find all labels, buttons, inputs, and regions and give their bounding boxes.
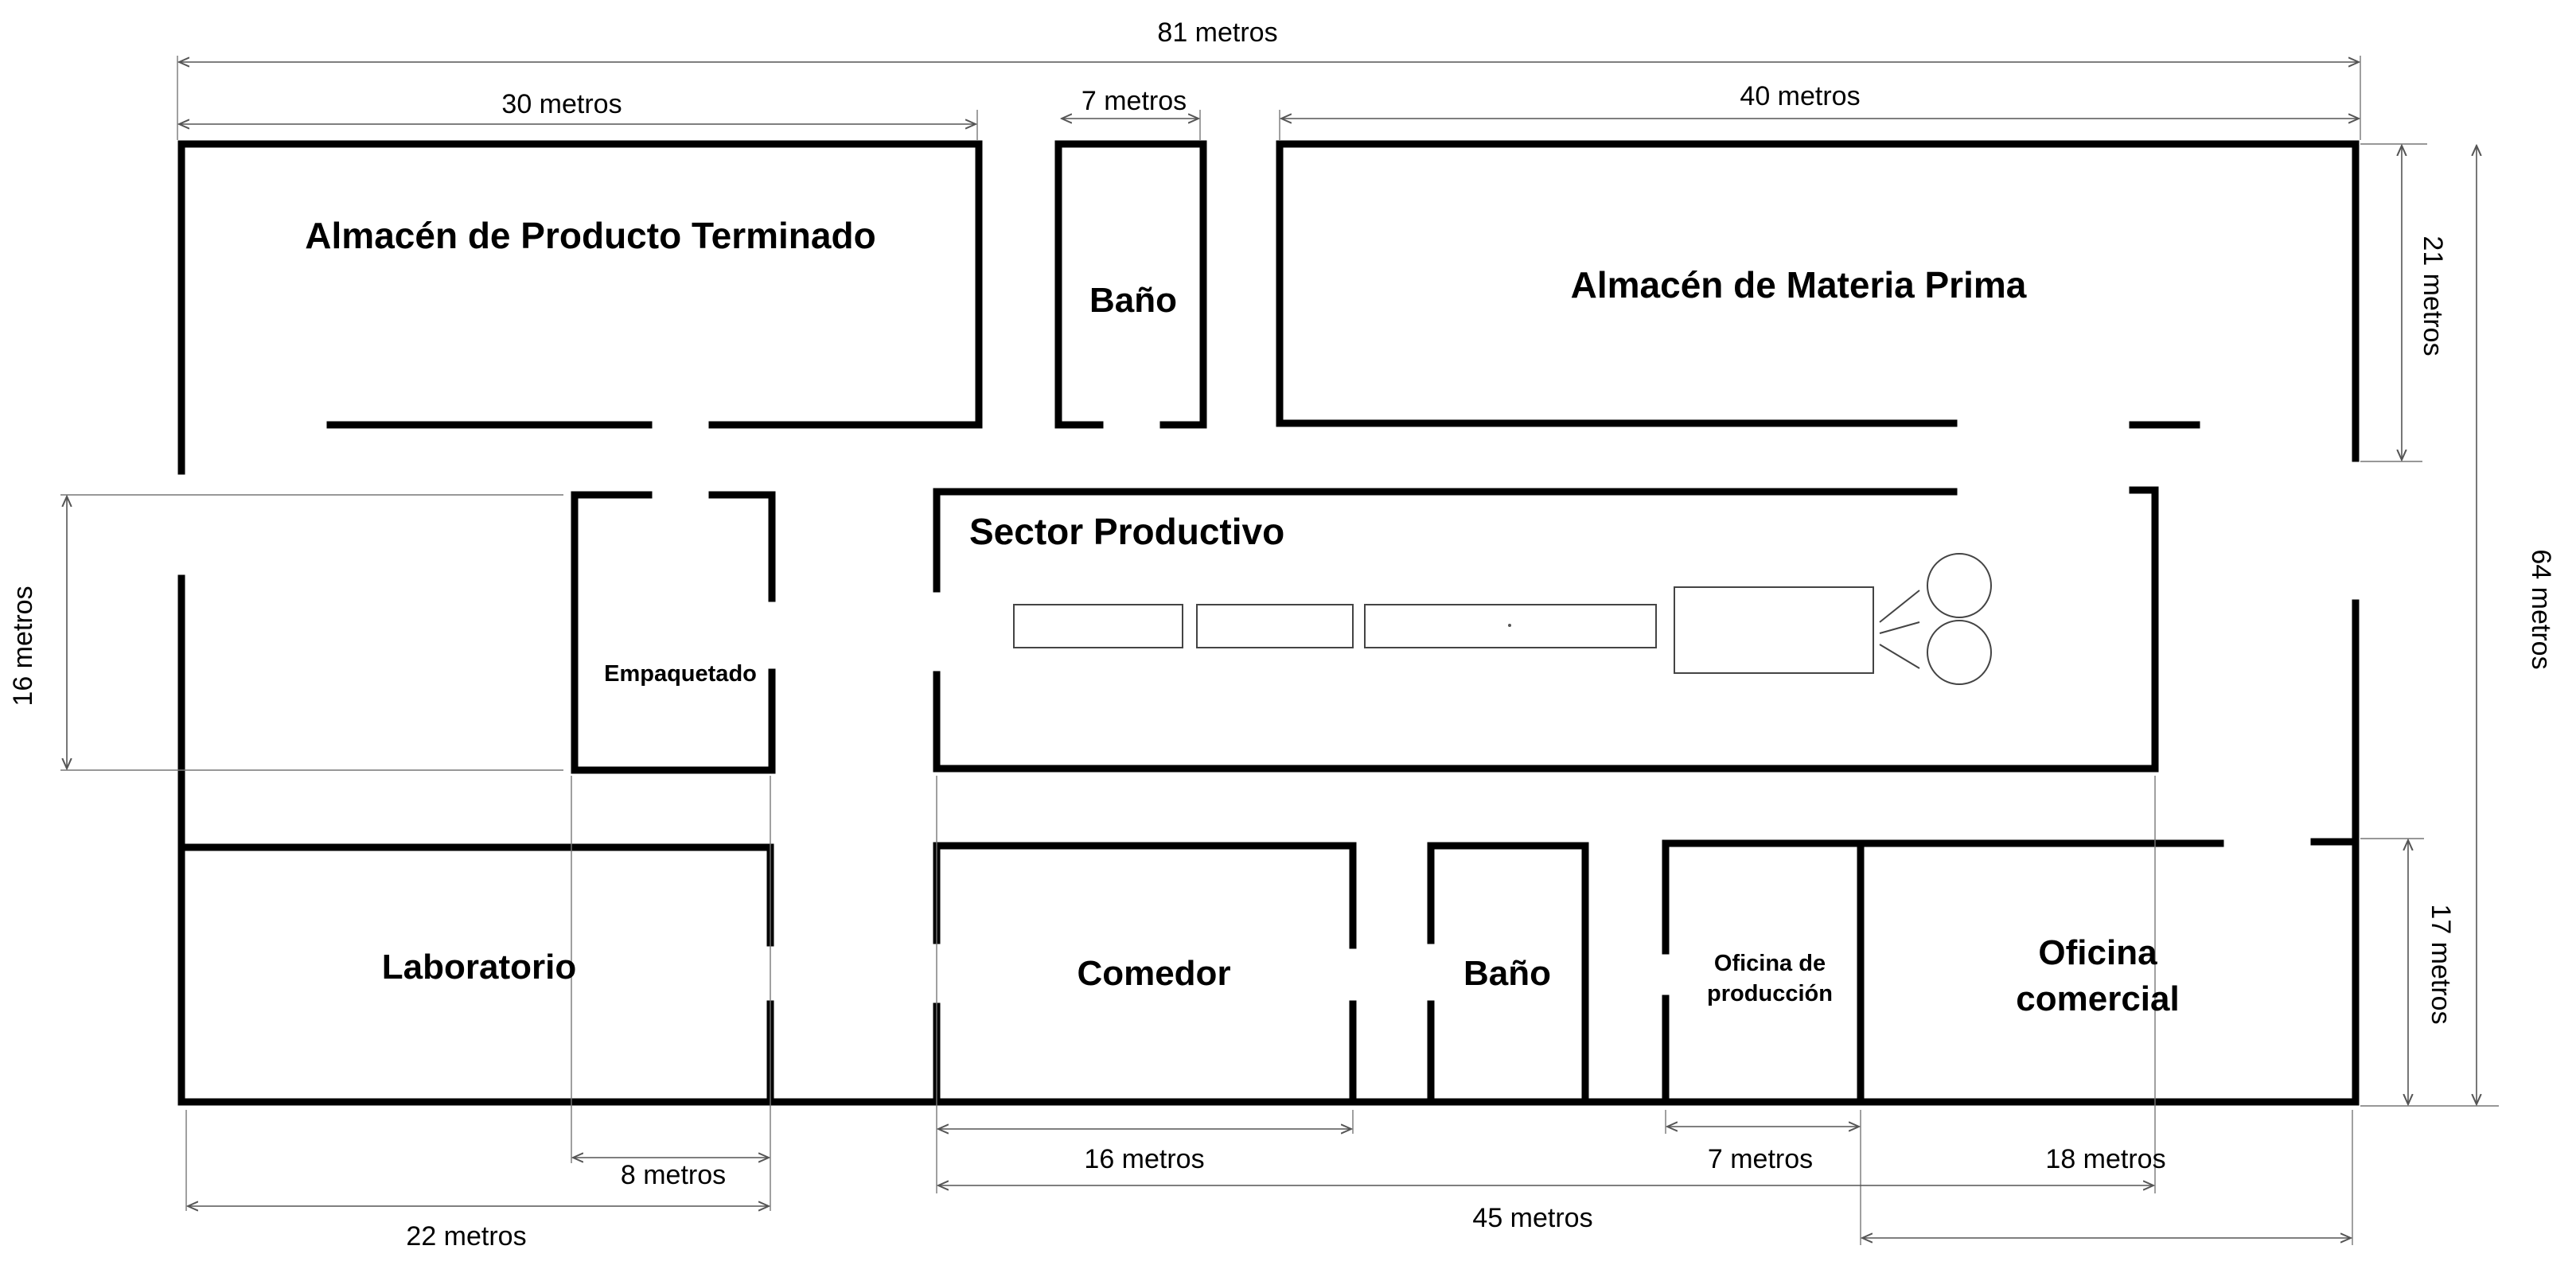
dim-label-almacen-mp-height: 21 metros <box>2418 236 2448 356</box>
dim-label-comedor-width: 16 metros <box>1084 1144 1204 1174</box>
walls <box>177 140 2360 1106</box>
production-line <box>1013 553 1992 685</box>
label-oficina-produccion-line2: producción <box>1707 981 1833 1006</box>
label-oficina-produccion-line1: Oficina de <box>1714 951 1826 976</box>
dim-label-left-height: 16 metros <box>8 586 38 706</box>
feed-line-1 <box>1879 590 1920 623</box>
label-bano-bottom: Baño <box>1463 954 1551 993</box>
machine-4 <box>1674 586 1874 674</box>
dim-label-oficina-produccion-width: 7 metros <box>1708 1144 1813 1174</box>
dim-label-oficina-comercial-width: 18 metros <box>2045 1144 2165 1174</box>
machine-2 <box>1196 604 1354 648</box>
room-labels: Almacén de Producto Terminado Baño Almac… <box>305 215 2179 1018</box>
dim-label-sector-productivo-width: 45 metros <box>1472 1203 1592 1233</box>
dimension-labels: 81 metros 30 metros 7 metros 40 metros 2… <box>8 18 2556 1251</box>
dim-label-empaquetado-width: 8 metros <box>621 1160 726 1190</box>
machine-3 <box>1364 604 1657 648</box>
dim-label-offices-height: 17 metros <box>2426 904 2456 1024</box>
dim-label-laboratorio-width: 22 metros <box>406 1221 526 1251</box>
label-oficina-comercial-line1: Oficina <box>2038 933 2157 972</box>
label-almacen-materia-prima: Almacén de Materia Prima <box>1571 264 2027 306</box>
label-laboratorio: Laboratorio <box>382 948 576 987</box>
label-almacen-producto-terminado: Almacén de Producto Terminado <box>305 215 875 256</box>
label-bano-top: Baño <box>1089 281 1177 320</box>
machine-3-dot <box>1508 624 1511 627</box>
dimension-lines <box>60 56 2499 1245</box>
feed-line-2 <box>1879 621 1920 634</box>
tank-2 <box>1927 620 1992 685</box>
dim-label-total-width: 81 metros <box>1157 18 1277 48</box>
label-oficina-comercial-line2: comercial <box>2016 979 2179 1018</box>
label-sector-productivo: Sector Productivo <box>969 511 1284 552</box>
feed-line-3 <box>1879 644 1920 669</box>
dim-label-almacen-mp-width: 40 metros <box>1740 81 1860 111</box>
label-comedor: Comedor <box>1077 954 1230 993</box>
machine-1 <box>1013 604 1183 648</box>
dim-label-almacen-pt-width: 30 metros <box>501 89 622 119</box>
dim-label-total-height: 64 metros <box>2526 549 2556 669</box>
tank-1 <box>1927 553 1992 618</box>
dim-label-bano-width: 7 metros <box>1081 86 1187 116</box>
label-empaquetado: Empaquetado <box>604 661 757 687</box>
